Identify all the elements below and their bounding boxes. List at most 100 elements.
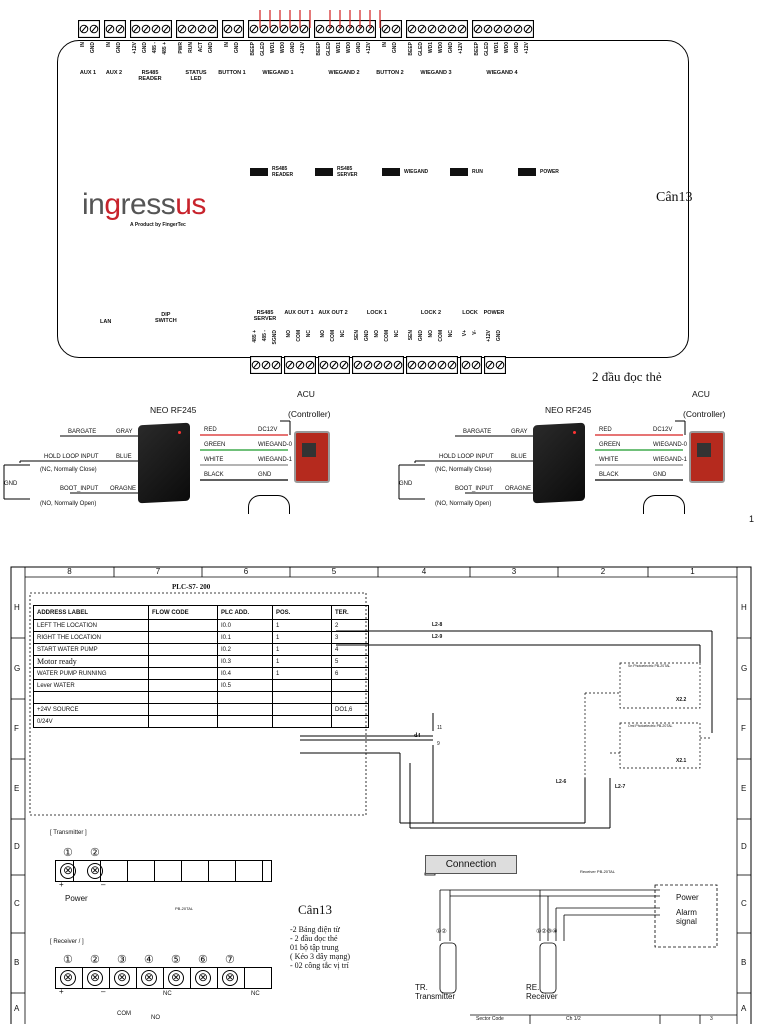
terminal-label: IN xyxy=(106,42,112,47)
plc-cell xyxy=(148,619,218,632)
grid-row-label-left: A xyxy=(14,1003,20,1013)
input-boot: BOOT_INPUT xyxy=(60,486,99,492)
terminal-label: WD1 xyxy=(494,42,500,54)
input-no: (NO, Normally Open) xyxy=(40,501,97,507)
wire-signal-0: DC12V xyxy=(258,427,278,433)
grid-row-label-right: B xyxy=(741,958,747,967)
bottom-group-label: POWER xyxy=(483,310,505,316)
input-color-blue: BLUE xyxy=(116,454,132,460)
plc-cell xyxy=(148,715,218,728)
terminal-label: 485 + xyxy=(162,42,168,55)
terminal-label: GND xyxy=(496,330,502,342)
plc-cell: LEFT THE LOCATION xyxy=(33,619,149,632)
terminal-num: ③ xyxy=(117,954,127,966)
rx-nc-1: NC xyxy=(163,991,172,997)
terminal-label: GLED xyxy=(418,42,424,56)
acu-chip-icon xyxy=(302,443,316,457)
table-row xyxy=(33,691,369,704)
plc-cell: 5 xyxy=(331,655,369,668)
wire-signal-2: WIEGAND-1 xyxy=(653,457,688,463)
terminal-label: WD0 xyxy=(346,42,352,54)
plc-cell: DO1,6 xyxy=(331,703,369,716)
receiver-model-label: Receiver PB-20TAL xyxy=(580,869,616,874)
hand-icon xyxy=(248,495,290,514)
indicator-led xyxy=(518,168,536,176)
terminal-label: SGND xyxy=(272,330,278,345)
terminal-block xyxy=(459,355,483,375)
terminal-label: 485 - xyxy=(262,330,268,342)
screw-icon: ⊗ xyxy=(114,970,130,986)
wire-signal-3: GND xyxy=(258,472,272,478)
terminal-label: NO xyxy=(320,330,326,338)
plc-cell: 3 xyxy=(331,631,369,644)
gnd-label: GND xyxy=(4,481,18,487)
bottom-group-label: AUX OUT 2 xyxy=(318,310,348,316)
top-terminal-group xyxy=(129,19,173,43)
terminal-label: +12V xyxy=(458,42,464,54)
acu-title: ACU xyxy=(692,389,710,399)
plc-cell xyxy=(217,715,273,728)
x22-label: X2.2 xyxy=(676,697,687,703)
grid-row-label-right: G xyxy=(741,663,748,673)
re-label: RE. Receiver xyxy=(526,983,558,1001)
plc-cell: 1 xyxy=(272,643,332,656)
terminal-block xyxy=(351,355,405,375)
top-terminal-group xyxy=(247,19,311,43)
input-color-orange: ORAGNE xyxy=(505,486,532,492)
terminal-label: 485 + xyxy=(252,330,258,343)
terminal-block xyxy=(129,19,173,39)
terminal-group-label: BUTTON 1 xyxy=(218,70,246,76)
reader-led-icon xyxy=(178,431,181,434)
terminal-block xyxy=(175,19,219,39)
label-can13-top: Cân13 xyxy=(656,190,693,205)
bottom-group-label: RS485 SERVER xyxy=(253,310,277,322)
note-line: - 2 đầu đọc thẻ xyxy=(290,934,338,943)
terminal-label: WD1 xyxy=(270,42,276,54)
grid-col-label: 1 xyxy=(690,567,695,576)
plc-cell: I0.4 xyxy=(217,667,273,680)
input-hold-loop: HOLD LOOP INPUT xyxy=(439,454,494,460)
input-bargate: BARGATE xyxy=(68,429,97,435)
top-terminal-group xyxy=(77,19,101,43)
input-color-gray: GRAY xyxy=(511,429,528,435)
label-two-readers: 2 đầu đọc thẻ xyxy=(592,369,662,384)
plc-cell xyxy=(148,679,218,692)
wire-signal-1: WIEGAND-0 xyxy=(258,442,293,448)
bottom-group-label: LOCK xyxy=(462,310,478,316)
terminal-label: SEN xyxy=(408,330,414,341)
rx-nc-2: NC xyxy=(251,991,260,997)
terminal-num: ② xyxy=(90,954,100,966)
plc-cell xyxy=(148,667,218,680)
grid-col-label: 5 xyxy=(331,567,337,576)
plc-cell: 4 xyxy=(331,643,369,656)
terminal-label: +12V xyxy=(132,42,138,54)
plc-cell xyxy=(272,715,332,728)
dip-switch-label: DIP SWITCH xyxy=(155,312,177,324)
connection-title: Connection xyxy=(445,859,497,870)
terminal-block xyxy=(405,19,469,39)
plc-cell xyxy=(148,691,218,704)
terminal-label: GND xyxy=(290,42,296,54)
bottom-group-label: AUX OUT 1 xyxy=(284,310,314,316)
lan-label: LAN xyxy=(100,319,112,325)
terminal-label: GLED xyxy=(484,42,490,56)
plc-header-cell: ADDRESS LABEL xyxy=(33,605,149,620)
terminal-label: 485 - xyxy=(152,42,158,54)
terminal-label: GND xyxy=(234,42,240,54)
input-color-orange: ORAGNE xyxy=(110,486,137,492)
input-nc: (NC, Normally Close) xyxy=(40,467,97,473)
terminal-label: +12V xyxy=(366,42,372,54)
plc-drawing-frame xyxy=(10,566,752,1024)
plc-cell: Lever WATER xyxy=(33,679,149,692)
screw-icon: ⊗ xyxy=(168,970,184,986)
terminal-label: IN xyxy=(80,42,86,47)
plc-cell xyxy=(217,691,273,704)
plc-cell: I0.2 xyxy=(217,643,273,656)
grid-col-label: 2 xyxy=(600,567,606,576)
reader-led-icon xyxy=(573,431,576,434)
indicator-label: RUN xyxy=(472,169,483,175)
grid-row-label-right: C xyxy=(741,899,747,908)
